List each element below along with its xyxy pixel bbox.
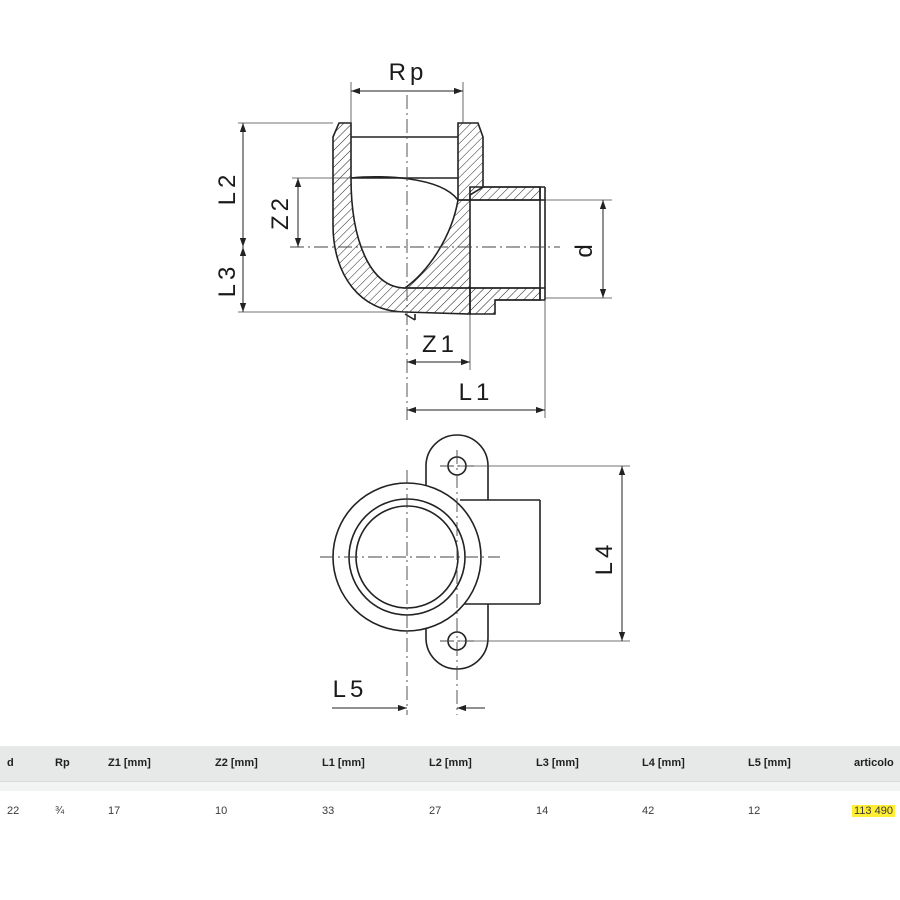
side-extension-lines bbox=[238, 82, 612, 418]
technical-drawing: Rp L2 Z2 L3 d Z1 L1 L4 L5 bbox=[214, 59, 630, 715]
label-z1: Z1 bbox=[422, 331, 458, 358]
cell-z1: 17 bbox=[108, 805, 121, 817]
table-header: d Rp Z1 [mm] Z2 [mm] L1 [mm] L2 [mm] L3 … bbox=[0, 746, 900, 781]
header-l1: L1 [mm] bbox=[322, 757, 365, 769]
label-rp: Rp bbox=[389, 59, 428, 86]
label-l3: L3 bbox=[214, 263, 241, 298]
header-d: d bbox=[7, 757, 14, 769]
front-centerlines bbox=[320, 450, 500, 715]
header-l2: L2 [mm] bbox=[429, 757, 472, 769]
label-l1: L1 bbox=[459, 379, 494, 406]
header-l3: L3 [mm] bbox=[536, 757, 579, 769]
label-l5: L5 bbox=[333, 676, 368, 703]
cell-rp: ¾ bbox=[55, 805, 65, 817]
header-z2: Z2 [mm] bbox=[215, 757, 258, 769]
header-z1: Z1 [mm] bbox=[108, 757, 151, 769]
cell-l4: 42 bbox=[642, 805, 655, 817]
front-extension-lines bbox=[457, 465, 630, 642]
label-d: d bbox=[571, 240, 598, 257]
header-l5: L5 [mm] bbox=[748, 757, 791, 769]
cell-articolo: 113 490 bbox=[852, 805, 895, 817]
cell-z2: 10 bbox=[215, 805, 228, 817]
cell-d: 22 bbox=[7, 805, 20, 817]
cell-l5: 12 bbox=[748, 805, 761, 817]
front-dimension-arrows bbox=[332, 466, 626, 712]
side-view bbox=[332, 122, 546, 321]
table-row: 22 ¾ 17 10 33 27 14 42 12 113 490 bbox=[0, 791, 900, 821]
table-separator bbox=[0, 781, 900, 791]
cell-l1: 33 bbox=[322, 805, 335, 817]
hatched-wall-sections bbox=[332, 122, 541, 315]
cell-l3: 14 bbox=[536, 805, 549, 817]
label-l4: L4 bbox=[591, 541, 618, 576]
header-rp: Rp bbox=[55, 757, 70, 769]
side-dimension-arrows bbox=[239, 87, 607, 414]
dimension-table: d Rp Z1 [mm] Z2 [mm] L1 [mm] L2 [mm] L3 … bbox=[0, 746, 900, 821]
header-l4: L4 [mm] bbox=[642, 757, 685, 769]
label-z2: Z2 bbox=[267, 194, 294, 230]
header-articolo: articolo bbox=[854, 757, 894, 769]
label-l2: L2 bbox=[214, 171, 241, 206]
side-centerlines bbox=[290, 95, 560, 420]
front-view bbox=[332, 434, 541, 670]
cell-l2: 27 bbox=[429, 805, 442, 817]
